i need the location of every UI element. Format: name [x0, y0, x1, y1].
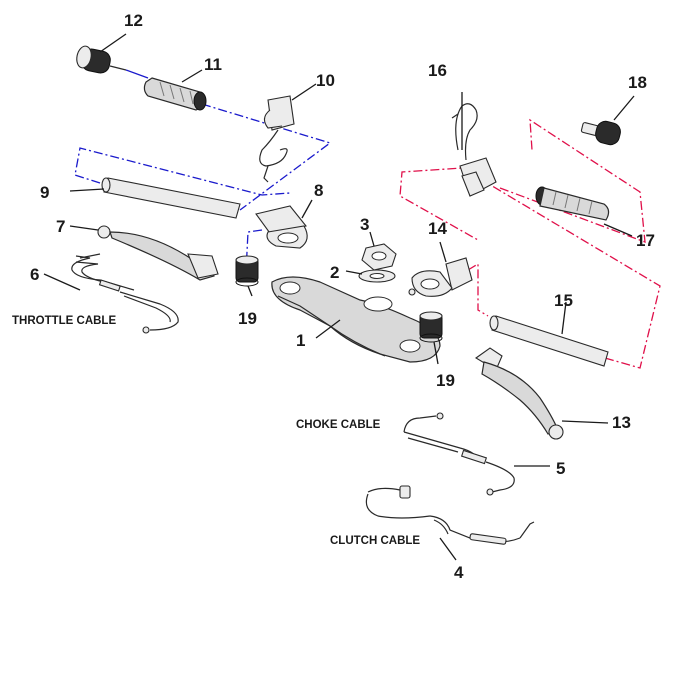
top-triple-clamp: [271, 276, 441, 363]
callout-16: 16: [428, 61, 447, 80]
left-bar-guide-line: [74, 147, 291, 196]
right-bar-guide-line: [399, 167, 661, 369]
clutch-cable-label: CLUTCH CABLE: [330, 535, 420, 547]
left-brake-lever: [97, 225, 219, 281]
stem-nut: [361, 243, 397, 271]
callout-13: 13: [612, 413, 631, 432]
right-handlebar-switch: [451, 103, 497, 197]
left-handlebar-clamp: [255, 205, 308, 249]
throttle-cable-label: THROTTLE CABLE: [12, 315, 116, 327]
left-assembly-guide-line: [201, 103, 332, 211]
callout-1: 1: [296, 331, 305, 350]
riser-bush-left: [235, 255, 259, 287]
bar-end-weight-left: [76, 45, 149, 79]
left-handlebar-switch: [259, 95, 295, 183]
callout-5: 5: [556, 459, 565, 478]
callout-9: 9: [40, 183, 49, 202]
clutch-cable: [365, 485, 535, 545]
callout-2: 2: [330, 263, 339, 282]
callout-6: 6: [30, 265, 39, 284]
choke-cable-label: CHOKE CABLE: [296, 419, 381, 431]
callout-19-left: 19: [238, 309, 257, 328]
throttle-cable: [71, 253, 179, 334]
right-clutch-lever: [474, 347, 564, 440]
left-handlebar-tube: [101, 177, 241, 219]
right-throttle-guide-line: [499, 118, 646, 243]
callout-8: 8: [314, 181, 323, 200]
callout-18: 18: [628, 73, 647, 92]
stem-washer: [358, 269, 396, 283]
right-handlebar-clamp: [408, 257, 473, 297]
callout-4: 4: [454, 563, 464, 582]
choke-cable: [403, 412, 515, 496]
right-riser-guide-line: [467, 262, 489, 317]
callout-19-right: 19: [436, 371, 455, 390]
callout-11: 11: [204, 55, 222, 74]
callout-15: 15: [554, 291, 573, 310]
callout-14: 14: [428, 219, 447, 238]
right-grip: [535, 186, 610, 221]
callout-7: 7: [56, 217, 65, 236]
leader-lines: [43, 33, 635, 561]
bar-end-weight-right: [580, 120, 621, 146]
callout-10: 10: [316, 71, 335, 90]
callout-17: 17: [636, 231, 655, 250]
left-grip: [143, 77, 207, 111]
right-handlebar-tube: [489, 315, 609, 367]
riser-bush-right: [419, 311, 443, 343]
callout-12: 12: [124, 11, 143, 30]
callout-3: 3: [360, 215, 369, 234]
